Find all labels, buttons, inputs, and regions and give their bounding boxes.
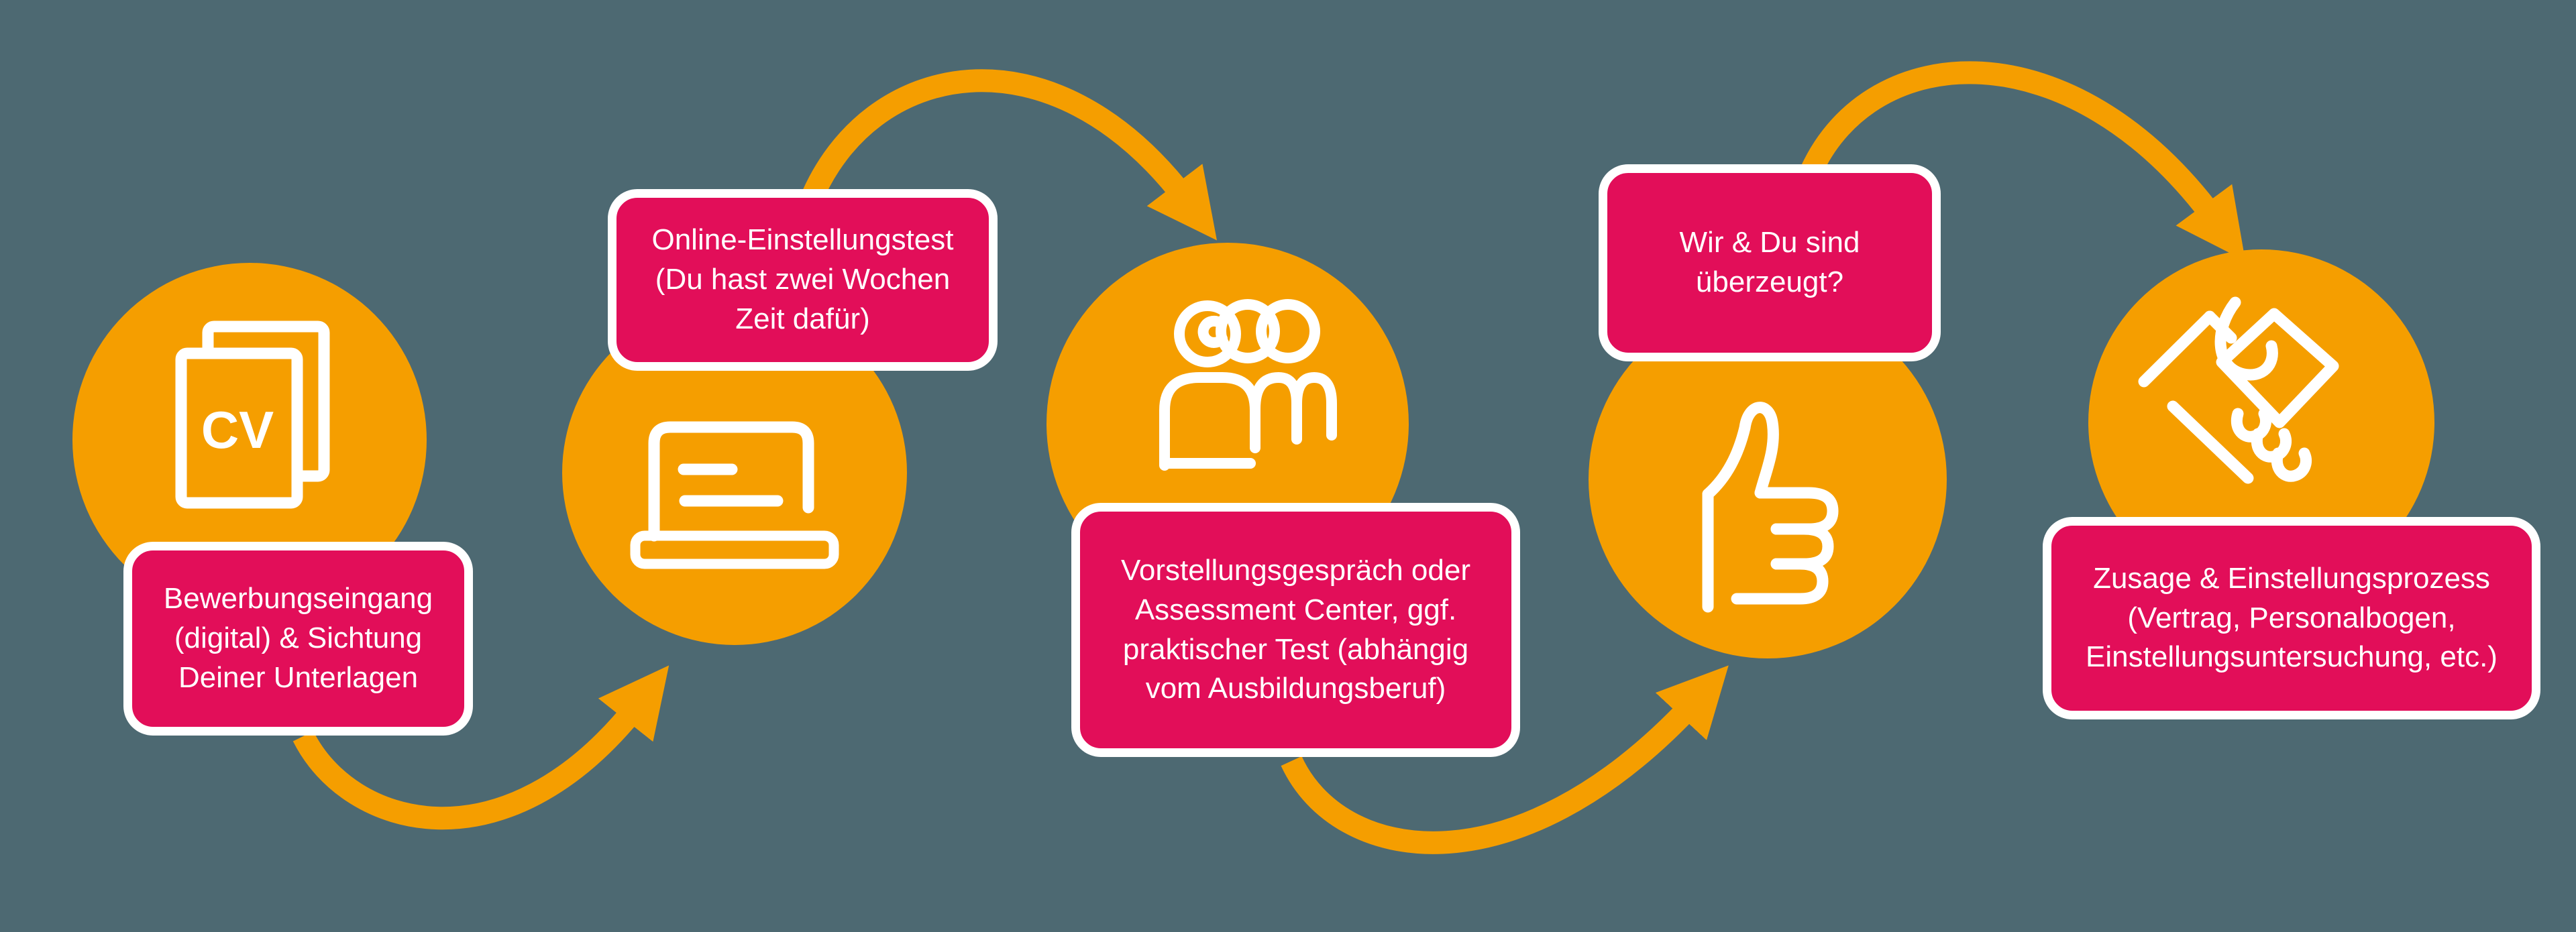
step-3-label-text: Vorstellungsgespräch oder Assessment Cen… <box>1121 553 1470 705</box>
step-3-label: Vorstellungsgespräch oder Assessment Cen… <box>1071 503 1520 757</box>
step-5-label-text: Zusage & Einstellungsprozess (Vertrag, P… <box>2086 561 2498 674</box>
step-4-label-text: Wir & Du sind überzeugt? <box>1679 226 1860 298</box>
laptop-icon <box>630 421 839 569</box>
arrow-step1-step2 <box>292 665 669 830</box>
step-2-label: Online-Einstellungstest (Du hast zwei Wo… <box>608 189 998 371</box>
cv-documents-icon: CV <box>175 321 330 509</box>
step-1-label: Bewerbungseingang (digital) & Sichtung D… <box>123 542 473 736</box>
arrow-step4-step5 <box>1801 61 2246 261</box>
people-group-icon <box>1159 299 1337 471</box>
step-1-label-text: Bewerbungseingang (digital) & Sichtung D… <box>163 582 433 694</box>
thumbs-up-icon <box>1702 402 1839 613</box>
step-2-label-text: Online-Einstellungstest (Du hast zwei Wo… <box>651 223 954 335</box>
cv-text: CV <box>201 400 274 459</box>
arrow-step2-step3 <box>800 69 1218 241</box>
cv-front-page <box>175 347 303 509</box>
step-5-label: Zusage & Einstellungsprozess (Vertrag, P… <box>2043 517 2540 719</box>
step-4-label: Wir & Du sind überzeugt? <box>1599 164 1941 361</box>
arrow-step3-step4 <box>1281 665 1729 854</box>
handshake-icon <box>2138 296 2339 484</box>
